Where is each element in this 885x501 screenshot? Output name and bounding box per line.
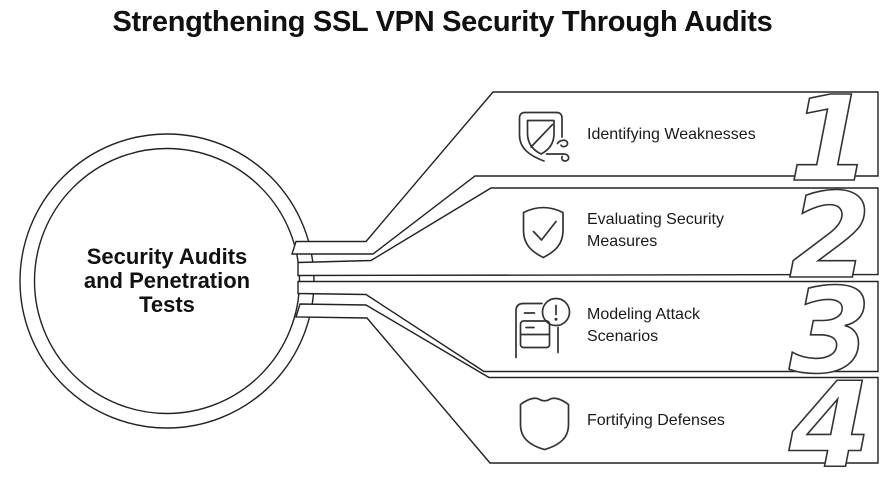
item-label-modeling-attack-scenarios: Modeling Attack Scenarios	[587, 306, 700, 345]
step-number-1: 1	[789, 70, 871, 208]
shield-icon	[519, 397, 570, 451]
band-2-ribbon	[297, 187, 879, 277]
center-label-line-3: Tests	[139, 292, 195, 317]
band-1-ribbon	[291, 91, 879, 255]
center-label-line-2: and Penetration	[83, 268, 251, 293]
server-alert-icon	[515, 297, 571, 359]
center-circle-label: Security Audits and Penetration Tests	[84, 245, 250, 317]
item-label-fortifying-defenses: Fortifying Defenses	[587, 412, 725, 429]
shield-check-icon	[522, 206, 564, 259]
shield-bypass-icon	[518, 111, 570, 162]
step-number-4: 4	[788, 356, 871, 494]
step-number-2: 2	[789, 167, 871, 305]
band-3-ribbon	[297, 280, 879, 373]
band-4-ribbon	[295, 303, 879, 464]
item-label-identifying-weaknesses: Identifying Weaknesses	[587, 126, 756, 143]
center-label-line-1: Security Audits	[86, 244, 248, 269]
diagram-title: Strengthening SSL VPN Security Through A…	[112, 6, 773, 38]
item-label-evaluating-security-measures: Evaluating Security Measures	[587, 211, 724, 250]
step-number-3: 3	[789, 262, 871, 400]
